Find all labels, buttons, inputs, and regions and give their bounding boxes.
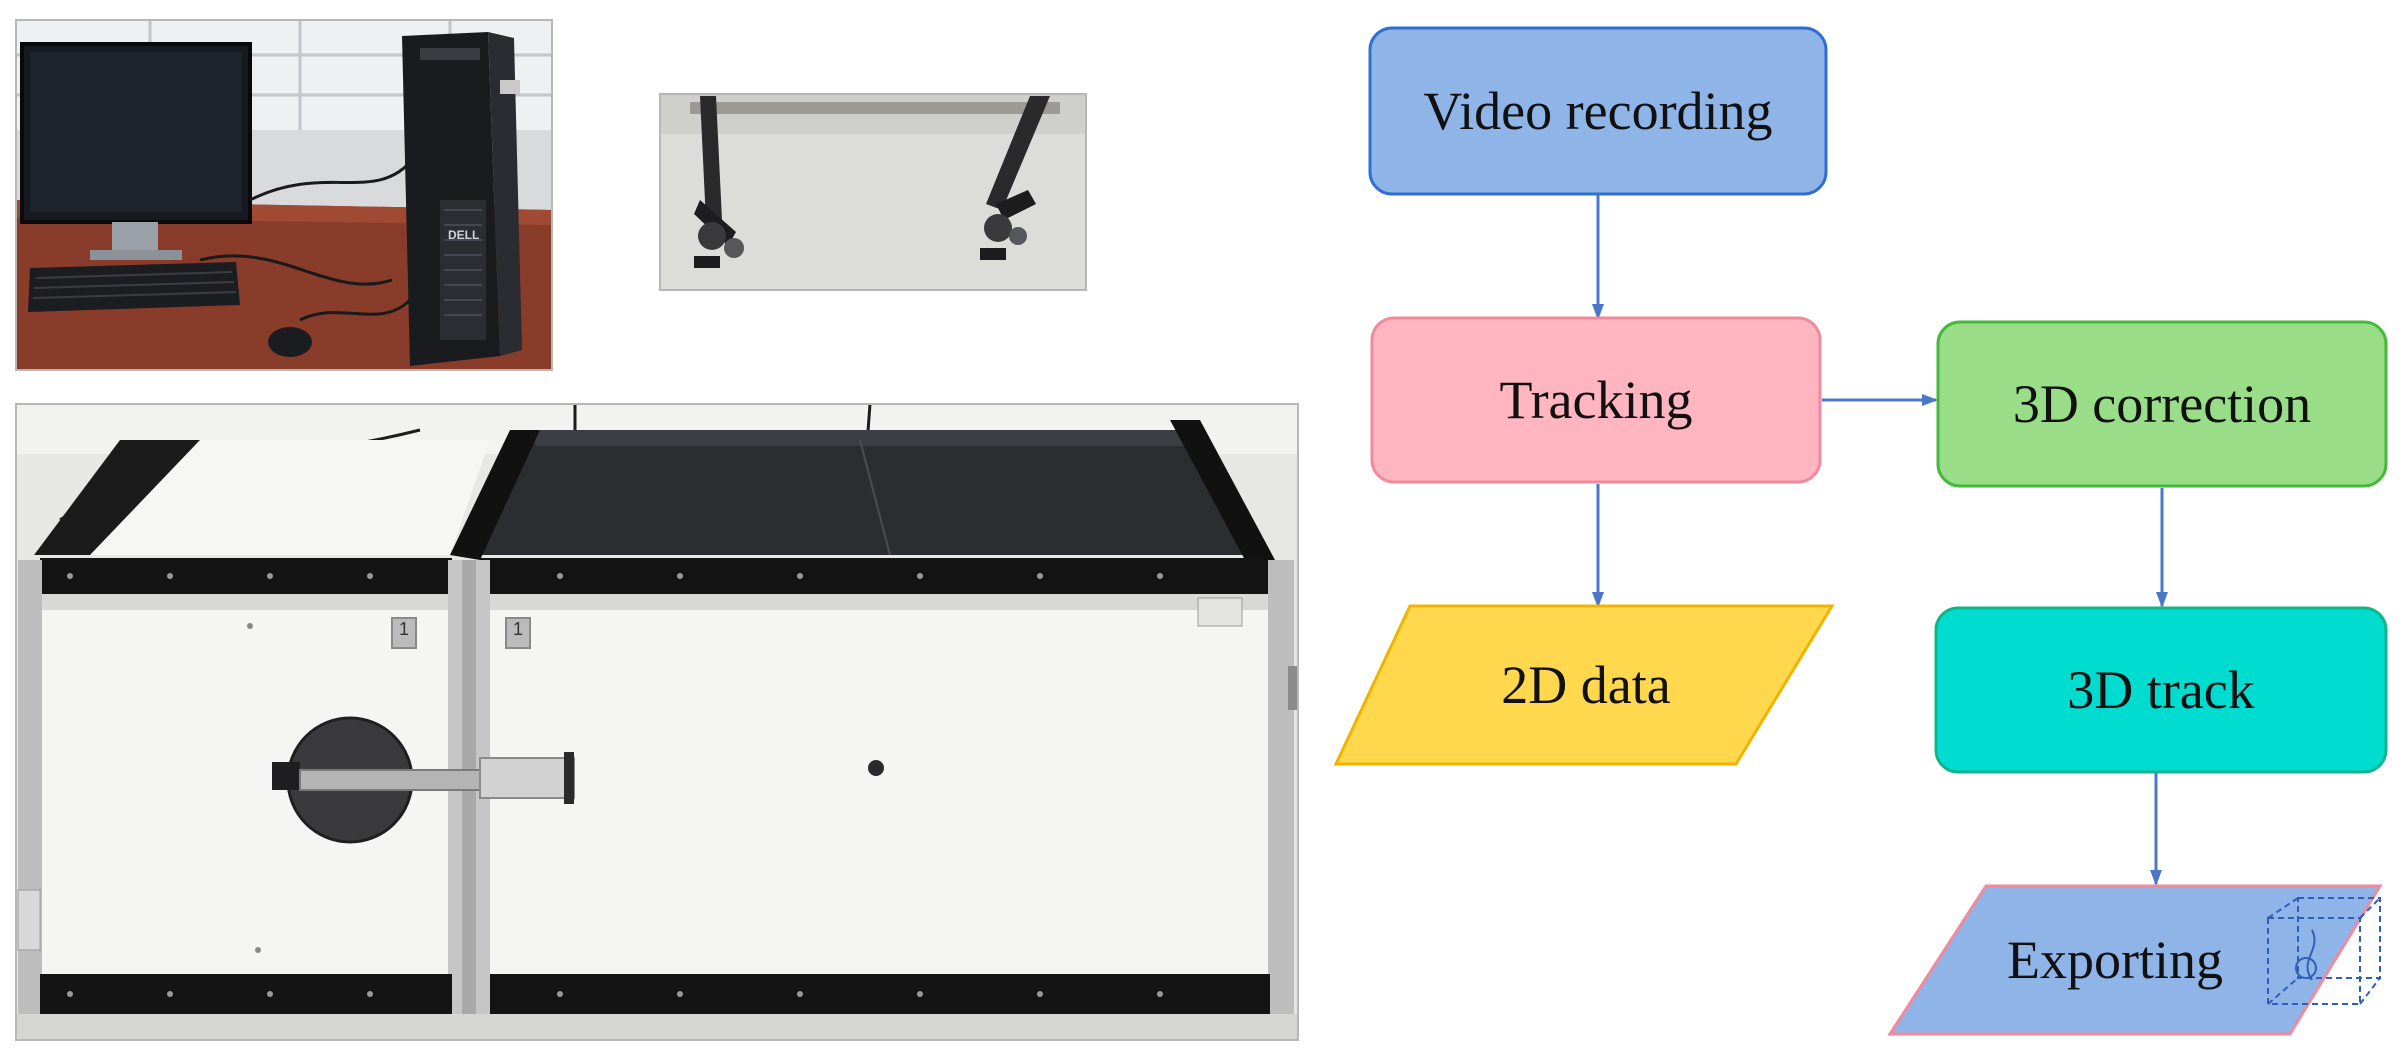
dell-brand-label: DELL <box>448 228 480 242</box>
label-exporting: Exporting <box>2007 930 2223 990</box>
apparatus-tag-left: 1 <box>399 619 410 639</box>
label-2d-data: 2D data <box>1501 655 1671 715</box>
cube-trajectory-icon <box>2267 897 2381 1005</box>
label-3d-track: 3D track <box>2067 660 2255 720</box>
label-tracking: Tracking <box>1499 370 1693 430</box>
apparatus-tag-right: 1 <box>513 619 524 639</box>
label-video-recording: Video recording <box>1423 81 1773 141</box>
label-3d-correction: 3D correction <box>2012 374 2312 434</box>
node-exporting <box>1887 884 2383 1036</box>
node-2d-data <box>1333 604 1835 766</box>
node-video-recording <box>1368 26 1828 196</box>
node-3d-track <box>1934 606 2388 774</box>
node-3d-correction <box>1936 320 2388 488</box>
node-tracking <box>1370 316 1822 484</box>
